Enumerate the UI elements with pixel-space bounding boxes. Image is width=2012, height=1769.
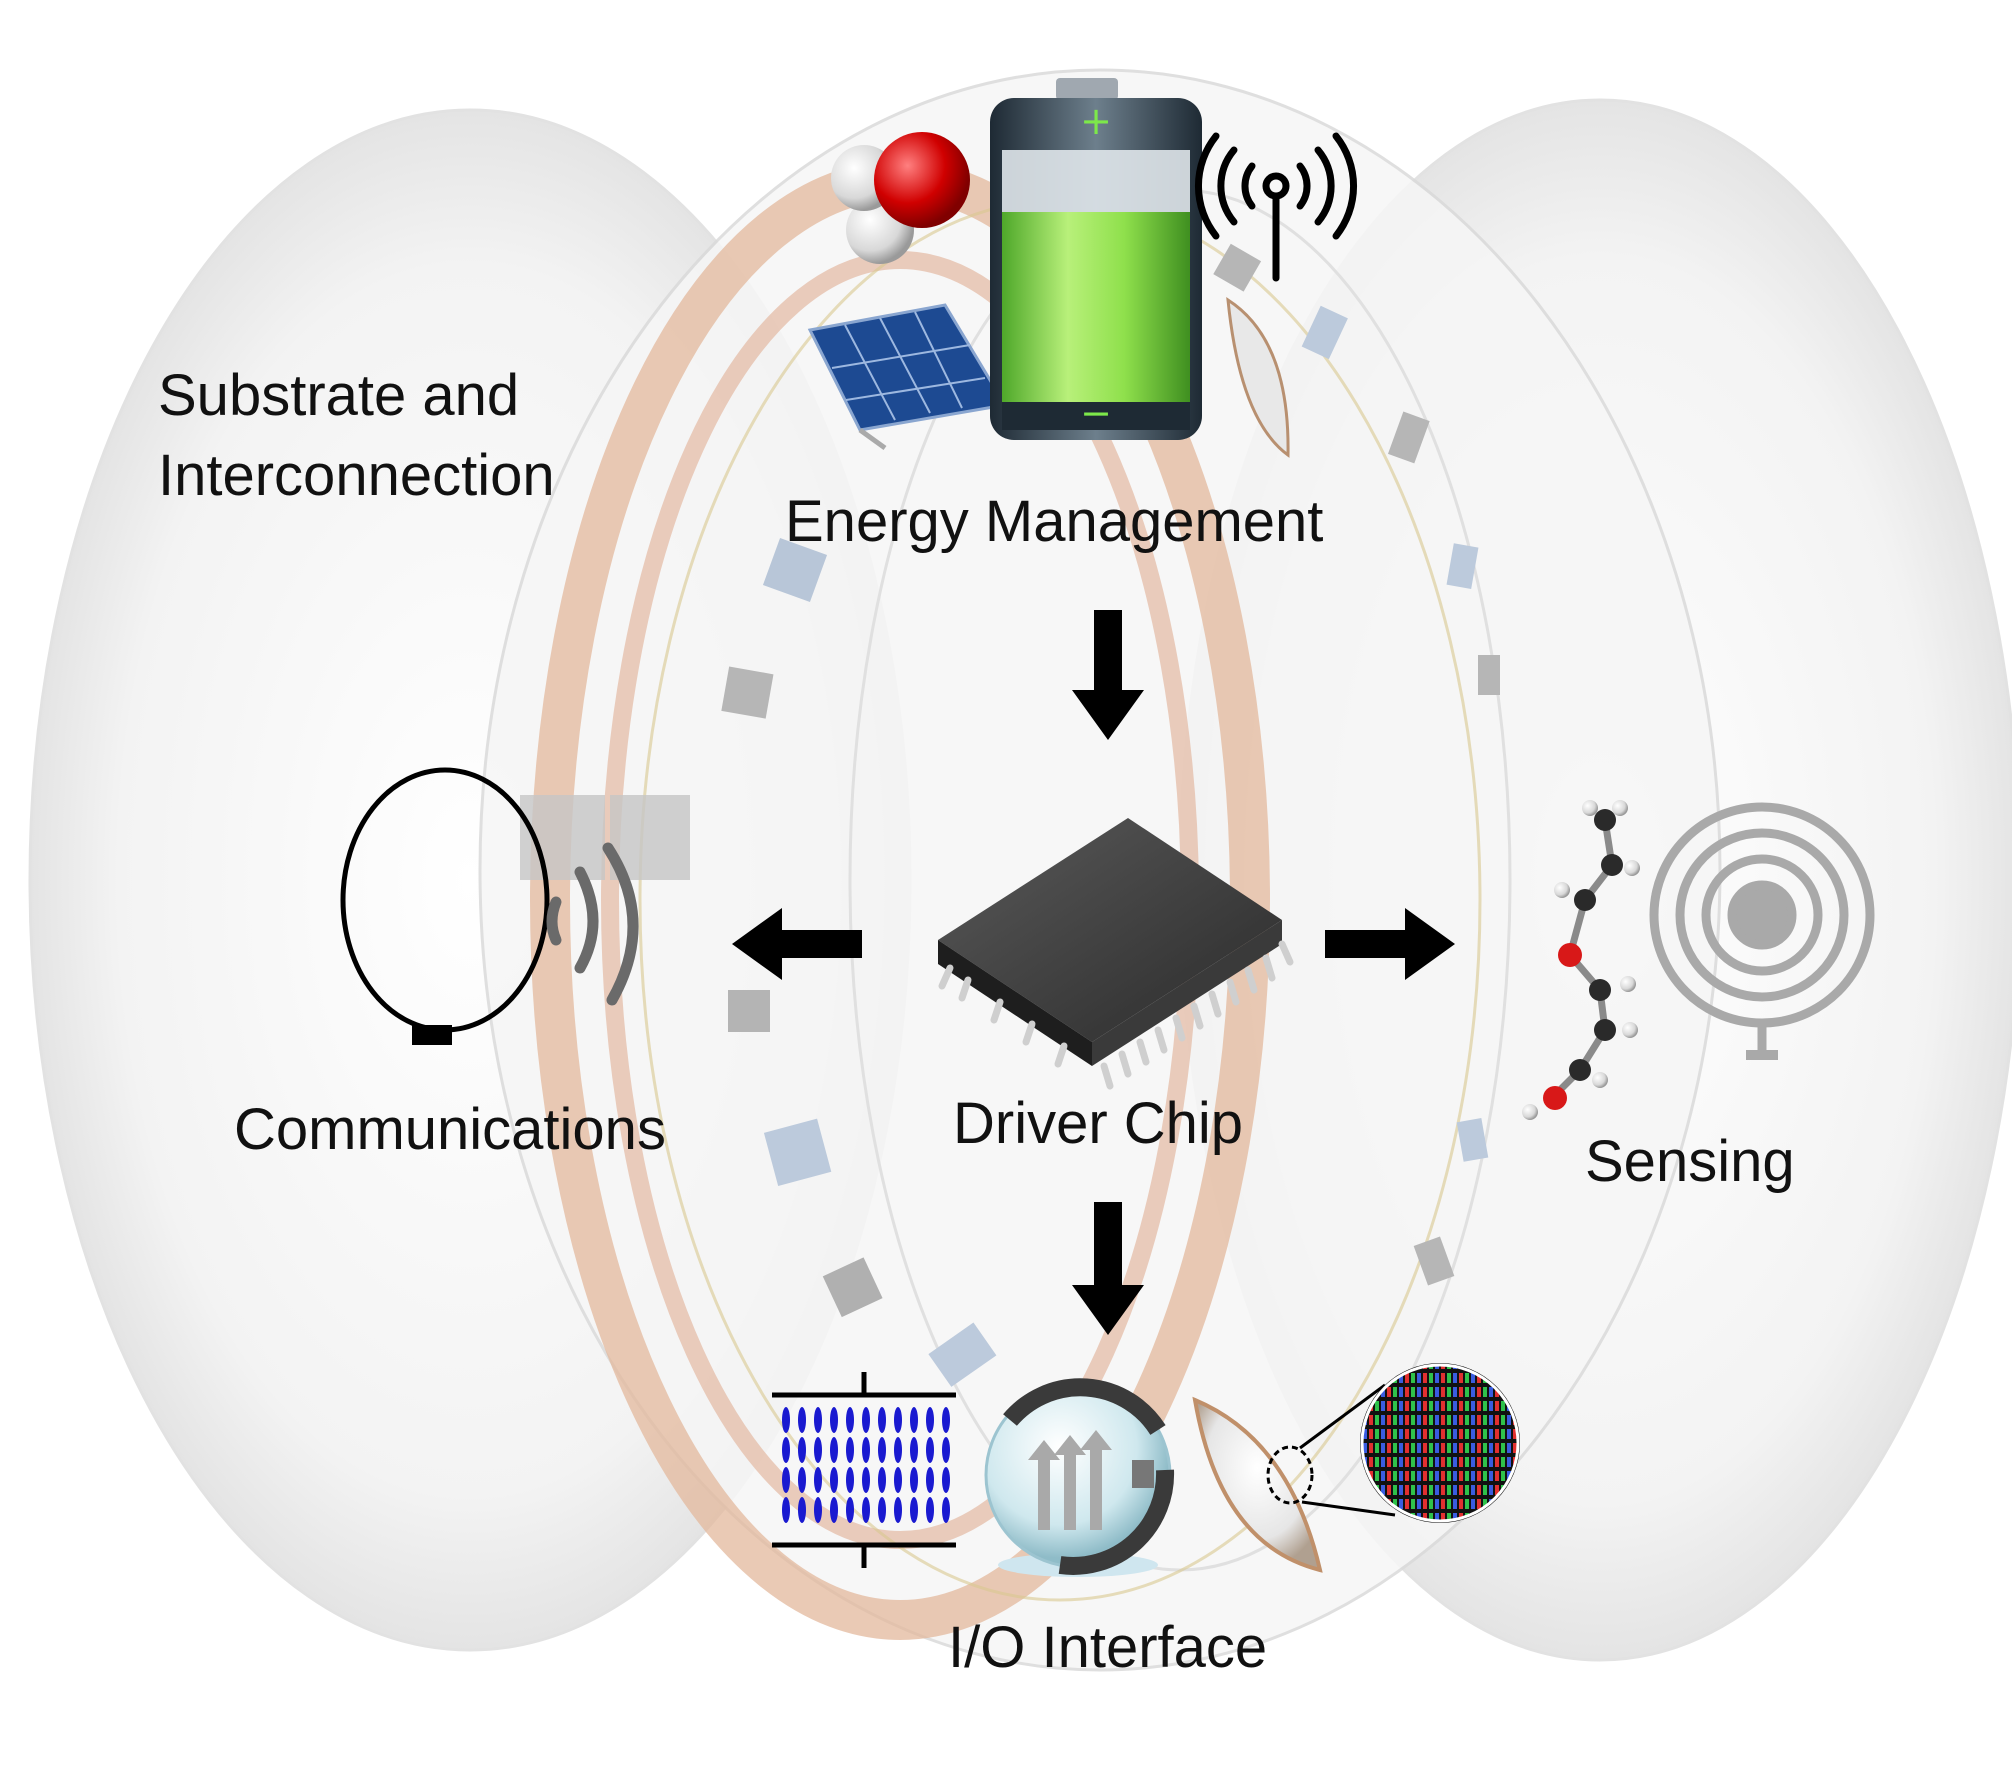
electrode-pad bbox=[762, 537, 828, 603]
lens-display-icon bbox=[1192, 1383, 1396, 1573]
mini-lens-icon bbox=[1226, 297, 1290, 458]
driver-chip-icon bbox=[938, 818, 1294, 1090]
arrow-chip-to-sensing bbox=[1325, 908, 1455, 980]
svg-text:+: + bbox=[1080, 99, 1112, 143]
electrode-pad bbox=[1456, 1118, 1489, 1162]
electrode-pad bbox=[721, 666, 774, 719]
electrode-pad bbox=[1213, 243, 1262, 292]
substrate-label-line1: Substrate and bbox=[158, 363, 520, 428]
spiral-electrode-icon bbox=[1649, 802, 1875, 1060]
energy-icons: + − bbox=[807, 78, 1357, 458]
battery-icon: + − bbox=[990, 78, 1202, 440]
io-interface-label: I/O Interface bbox=[948, 1615, 1268, 1680]
arrow-chip-to-communications bbox=[732, 908, 862, 980]
arrows bbox=[732, 610, 1455, 1335]
organic-molecule-icon bbox=[1522, 800, 1640, 1120]
arrow-chip-to-io bbox=[1072, 1202, 1144, 1335]
sensing-label: Sensing bbox=[1585, 1129, 1795, 1194]
loop-antenna-icon bbox=[340, 767, 639, 1045]
electrode-pad bbox=[928, 1322, 997, 1387]
arrow-energy-to-chip bbox=[1072, 610, 1144, 740]
energy-management-label: Energy Management bbox=[785, 489, 1324, 554]
pixel-array-icon bbox=[1360, 1363, 1520, 1523]
spin-sphere-icon bbox=[984, 1378, 1175, 1577]
wireless-antenna-icon bbox=[1195, 132, 1357, 282]
communications-label: Communications bbox=[234, 1097, 666, 1162]
electrode-pad bbox=[1301, 305, 1348, 360]
svg-text:−: − bbox=[1080, 391, 1112, 435]
substrate-label-line2: Interconnection bbox=[158, 443, 555, 508]
electrode-pad bbox=[1446, 543, 1479, 589]
electrode-pad bbox=[1478, 655, 1500, 695]
electrode-pad bbox=[1387, 411, 1430, 464]
electrode-pad bbox=[1413, 1236, 1455, 1286]
electrode-pad bbox=[763, 1118, 832, 1187]
water-molecule-icon bbox=[831, 132, 970, 264]
electrode-pad bbox=[822, 1257, 883, 1318]
driver-chip-label: Driver Chip bbox=[953, 1091, 1244, 1156]
electrode-pad bbox=[728, 990, 770, 1032]
liquid-crystal-cell-icon bbox=[772, 1372, 956, 1568]
